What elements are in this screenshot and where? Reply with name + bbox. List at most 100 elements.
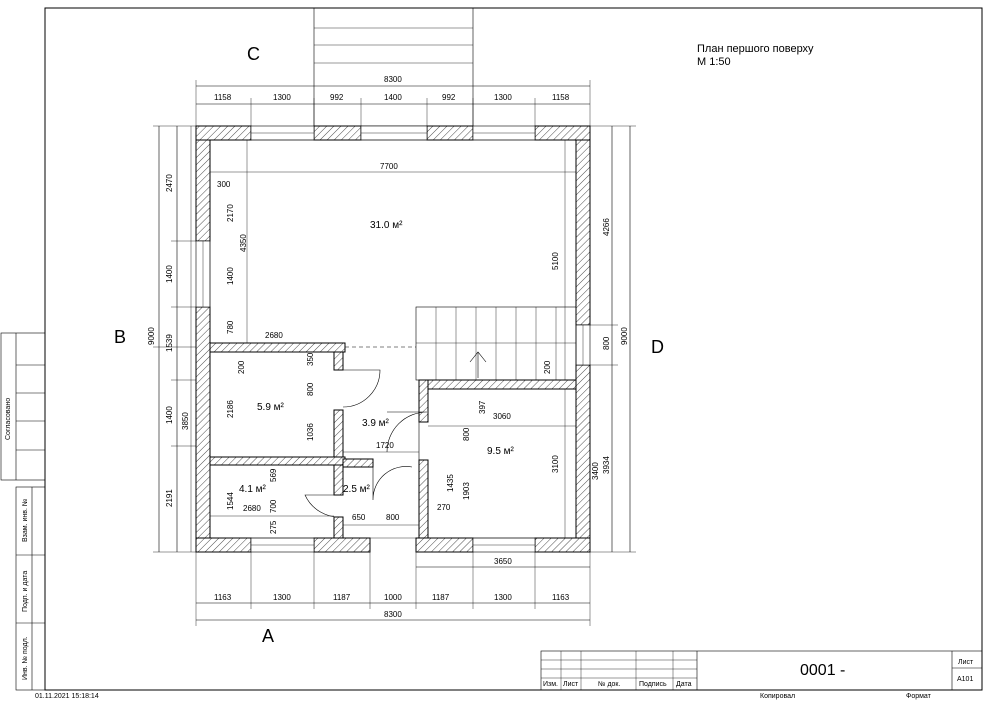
dim-bottom-2: 1300 (273, 593, 291, 602)
tb-list: Лист (563, 681, 579, 688)
dim-small-a: 350 (306, 352, 315, 366)
dim-corridor: 1720 (376, 441, 394, 450)
tb-doc-no: № док. (598, 681, 620, 688)
dim-small-c: 569 (269, 468, 278, 482)
top-porch (313, 7, 474, 127)
dim-left-3: 1539 (165, 334, 174, 352)
tb-format: Формат (906, 693, 932, 700)
tb-code: 0001 - (800, 662, 845, 679)
plan-title: План першого поверху (697, 43, 814, 55)
stamp-inv-orig: Инв. № подл. (22, 636, 29, 680)
dim-bottom-inner: 3650 (494, 557, 512, 566)
tb-date: Дата (676, 681, 692, 688)
dim-top-2: 1300 (273, 93, 291, 102)
dim-left-inner-2: 3850 (181, 412, 190, 430)
dim-near-6: 2186 (226, 400, 235, 418)
dim-door-e: 800 (462, 427, 471, 441)
dim-top-total: 8300 (384, 75, 402, 84)
dim-near-8: 700 (269, 499, 278, 513)
axis-b: B (114, 327, 126, 347)
dim-hall-width: 2680 (265, 331, 283, 340)
stamp-agreed: Согласовано (5, 398, 12, 440)
dim-stair-offset: 200 (543, 360, 552, 374)
dims-top: 8300 1158 1300 992 1400 992 1300 1158 (195, 75, 591, 127)
left-stamp: Согласовано Взам. инв. № Подп. и дата Ин… (0, 332, 46, 691)
dim-right-3: 3934 (602, 456, 611, 474)
dim-left-4: 1400 (165, 406, 174, 424)
dim-right-inner-2: 3400 (591, 462, 600, 480)
tb-copied: Копировал (760, 693, 795, 700)
area-wc: 2.5 м² (343, 484, 371, 495)
dim-top-7: 1158 (552, 93, 570, 102)
staircase (345, 306, 577, 381)
axis-a: A (262, 626, 274, 646)
door-swings (304, 369, 428, 518)
dim-top-5: 992 (442, 93, 456, 102)
dim-right-total: 9000 (620, 327, 629, 345)
dim-near-3: 1400 (226, 267, 235, 285)
dim-wall-g: 1903 (462, 482, 471, 500)
dim-near-9: 275 (269, 520, 278, 534)
tb-signature: Подпись (639, 681, 667, 688)
dim-left-2: 1400 (165, 265, 174, 283)
print-timestamp: 01.11.2021 15:18:14 (35, 693, 99, 700)
dim-door-c: 650 (352, 513, 366, 522)
dim-bottom-7: 1163 (552, 593, 570, 602)
area-bath: 4.1 м² (239, 484, 267, 495)
area-living: 31.0 м² (370, 220, 403, 231)
stamp-mutual-inv: Взам. инв. № (22, 499, 29, 542)
tb-sheet-code: A101 (957, 676, 973, 683)
inner-dims: 7700 300 2170 4350 1400 780 2680 200 218… (217, 162, 560, 534)
dim-near-7: 1544 (226, 492, 235, 510)
tb-sheet-label: Лист (958, 659, 974, 666)
dim-bottom-1: 1163 (214, 593, 232, 602)
title-block: Изм. Лист № док. Подпись Дата 0001 - Лис… (540, 650, 983, 700)
dim-bottom-total: 8300 (384, 610, 402, 619)
dims-right: 4266 800 3934 9000 3400 (590, 125, 636, 553)
dim-wall-f: 1435 (446, 474, 455, 492)
stamp-sign-date: Подп. и дата (22, 571, 29, 612)
dim-bottom-5: 1187 (432, 593, 450, 602)
dim-bottom-6: 1300 (494, 593, 512, 602)
dim-right-inner-3: 3100 (551, 455, 560, 473)
dim-right-2: 800 (602, 336, 611, 350)
dim-near-5: 200 (237, 360, 246, 374)
dim-left-5: 2191 (165, 489, 174, 507)
area-bedroom: 5.9 м² (257, 402, 285, 413)
dim-wall-b: 1036 (306, 423, 315, 441)
plan-scale: М 1:50 (697, 56, 731, 68)
dim-bottom-4: 1000 (384, 593, 402, 602)
dim-room-d-width: 3060 (493, 412, 511, 421)
dim-living-width: 7700 (380, 162, 398, 171)
dims-left: 2470 1400 1539 1400 2191 9000 3850 (147, 125, 196, 553)
exterior-walls (195, 125, 591, 553)
dim-near-2: 2170 (226, 204, 235, 222)
dim-top-4: 1400 (384, 93, 402, 102)
dim-door-d: 800 (386, 513, 400, 522)
dim-bath-width: 2680 (243, 504, 261, 513)
dim-top-3: 992 (330, 93, 344, 102)
interior-walls (209, 342, 577, 539)
dim-top-1: 1158 (214, 93, 232, 102)
dim-left-total: 9000 (147, 327, 156, 345)
sheet-frame (44, 7, 983, 691)
tb-izm: Изм. (543, 681, 558, 688)
room-areas: 31.0 м² 5.9 м² 3.9 м² 9.5 м² 4.1 м² 2.5 … (239, 220, 515, 495)
dim-right-inner-1: 5100 (551, 252, 560, 270)
dim-left-inner-1: 4350 (239, 234, 248, 252)
dim-top-6: 1300 (494, 93, 512, 102)
dim-right-1: 4266 (602, 218, 611, 236)
area-room-right: 9.5 м² (487, 446, 515, 457)
dim-door-a: 800 (306, 382, 315, 396)
axis-c: C (247, 44, 260, 64)
inner-dim-lines (210, 140, 576, 538)
axis-d: D (651, 337, 664, 357)
dims-bottom: 3650 1163 1300 1187 1000 1187 1300 1163 … (195, 552, 591, 626)
dim-bottom-3: 1187 (333, 593, 351, 602)
dim-near-1: 300 (217, 180, 231, 189)
dim-left-1: 2470 (165, 174, 174, 192)
dim-small-d: 397 (478, 400, 487, 414)
dim-wall-h: 270 (437, 503, 451, 512)
